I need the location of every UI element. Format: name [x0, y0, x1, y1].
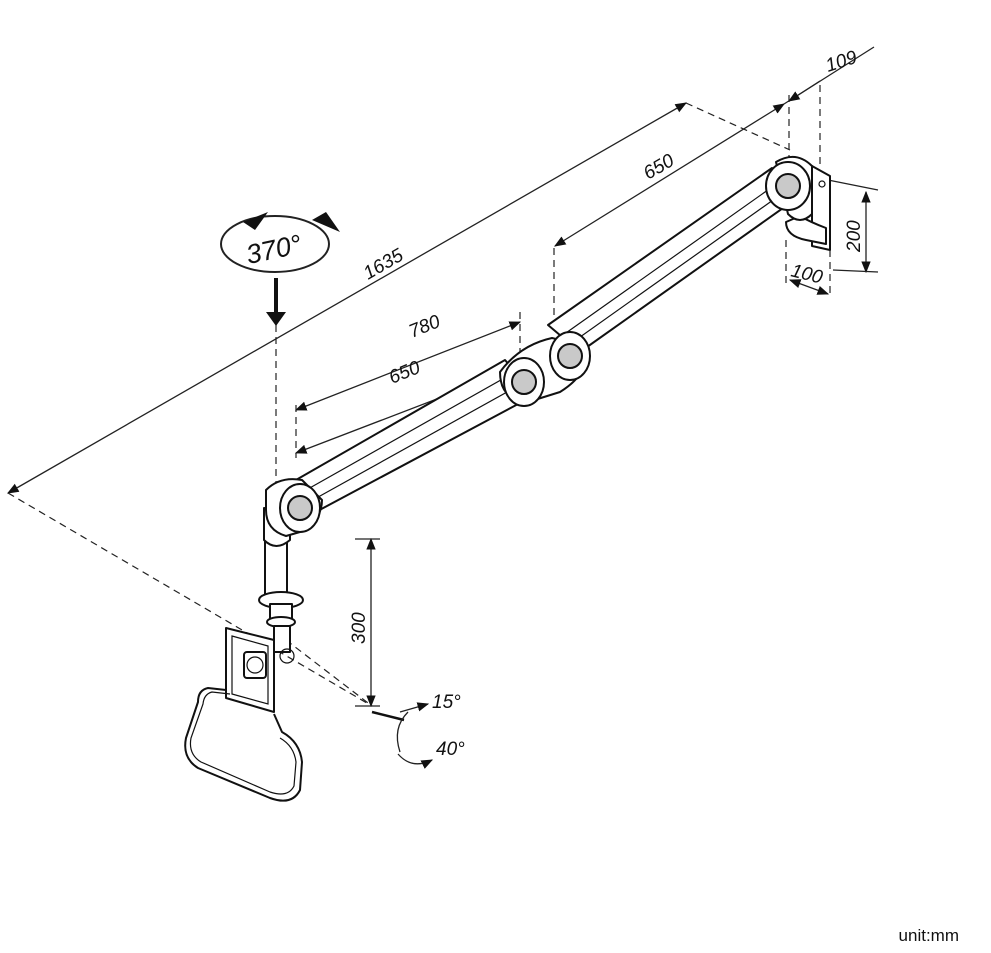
- handle: [184, 687, 303, 802]
- pole-height-label: 300: [349, 612, 370, 644]
- plate-height-label: 200: [844, 220, 865, 253]
- dimension-lines: [6, 46, 879, 708]
- total-length-label: 1635: [360, 245, 407, 285]
- dim-line-plate-width: [788, 279, 830, 295]
- tilt-up-label: 15°: [432, 692, 461, 713]
- elbow-joint: [499, 331, 591, 407]
- tilt-indicator: [371, 702, 434, 769]
- rotation-indicator: [220, 212, 340, 326]
- dim-line-total-length: [6, 102, 688, 494]
- upper-arm-label: 650: [640, 150, 678, 184]
- tilt-down-label: 40°: [436, 739, 465, 760]
- upper-arm: [547, 161, 811, 353]
- vesa-plate: [225, 627, 295, 713]
- unit-label: unit:mm: [898, 926, 959, 945]
- dim-line-offset-arrow: [788, 80, 821, 102]
- reach-label: 780: [406, 311, 444, 343]
- extension-lines: [7, 85, 831, 707]
- rotation-label: 370°: [243, 229, 304, 270]
- pole-assembly: [258, 478, 323, 653]
- lower-arm: [281, 359, 536, 515]
- dim-line-upper-arm: [554, 103, 785, 247]
- plate-width-label: 100: [789, 260, 825, 288]
- mount-offset-label: 109: [823, 47, 860, 77]
